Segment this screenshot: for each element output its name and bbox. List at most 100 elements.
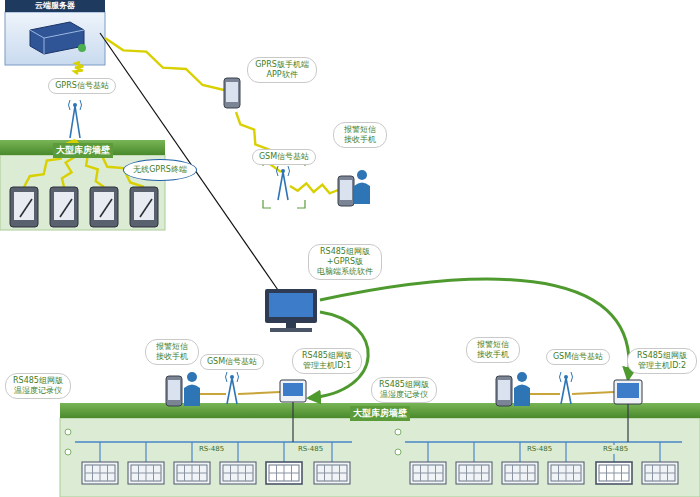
monitor — [265, 289, 317, 323]
th-recorder — [314, 462, 350, 484]
band-dot — [65, 449, 71, 455]
node-text: GSM信号基站 — [259, 152, 309, 161]
host-screen — [617, 383, 639, 398]
recorder-grid — [459, 473, 489, 474]
bus-drop — [237, 442, 238, 462]
bus-drop — [99, 442, 100, 462]
person-head — [357, 170, 367, 180]
callout-bubble: RS485组网版 温湿度记录仪 — [371, 377, 437, 403]
phone-case — [166, 376, 182, 406]
band-dot — [65, 429, 71, 435]
signal-tower — [69, 100, 82, 138]
signal-tower — [277, 166, 290, 200]
recorder-case — [314, 462, 350, 484]
server-badge — [78, 44, 86, 52]
recorder-grid — [317, 473, 347, 474]
person-icon — [184, 372, 200, 406]
sms-link — [530, 393, 560, 395]
bus-drop — [565, 442, 566, 462]
signal-tower — [560, 372, 573, 404]
bus-drop — [427, 442, 428, 462]
recorder-case — [410, 462, 446, 484]
node-text: GSM信号基站 — [207, 357, 257, 366]
callout-bubble: GPRS信号基站 — [48, 78, 116, 94]
bus-drop — [145, 442, 146, 462]
node-text: 无线GPRS终端 — [133, 165, 187, 174]
tower-top — [230, 375, 234, 379]
terminal-case — [50, 187, 78, 227]
tower-mast — [227, 378, 237, 404]
mobile-phone — [338, 176, 354, 206]
computer-icon — [265, 289, 317, 332]
recorder-display — [459, 465, 489, 481]
terminal-pen — [20, 199, 32, 217]
node-text: RS485组网版 温湿度记录仪 — [379, 380, 429, 399]
server-box: 云端服务器 — [5, 0, 105, 65]
recorder-case — [174, 462, 210, 484]
recorder-display — [269, 465, 299, 481]
sms-link — [200, 393, 226, 395]
mobile-phone — [224, 78, 240, 108]
recorder-case — [128, 462, 164, 484]
mobile-phone — [496, 376, 512, 406]
th-recorder — [642, 462, 678, 484]
host-case — [614, 380, 642, 404]
th-recorder — [502, 462, 538, 484]
recorder-case — [456, 462, 492, 484]
tower-top — [564, 375, 568, 379]
warehouse-ground — [60, 418, 700, 497]
th-recorder — [456, 462, 492, 484]
node-text: 大型库房墙壁 — [350, 406, 410, 421]
rs485-bus — [405, 441, 682, 443]
tower-top — [281, 169, 285, 173]
terminal-screen — [14, 192, 34, 220]
recorder-display — [413, 465, 443, 481]
phone-screen — [168, 380, 180, 400]
node-text: RS485组网版 管理主机ID:2 — [637, 351, 687, 370]
recorder-case — [548, 462, 584, 484]
band-dot — [395, 449, 401, 455]
recorder-grid — [413, 473, 443, 474]
phone-case — [224, 78, 240, 108]
person-head — [517, 372, 527, 382]
bus-drop — [283, 442, 284, 462]
control-arrow — [320, 279, 629, 379]
recorder-grid — [269, 473, 299, 474]
person-head — [187, 372, 197, 382]
person-body — [354, 183, 370, 205]
callout-bubble: 无线GPRS终端 — [123, 159, 197, 181]
gprs-terminal — [90, 187, 118, 227]
bus-label: RS-485 — [602, 445, 629, 454]
management-host — [280, 380, 306, 402]
band-dot — [395, 429, 401, 435]
bus-label: RS-485 — [198, 445, 225, 454]
person-body — [514, 385, 530, 407]
management-host — [614, 380, 642, 404]
signal-bolt — [74, 62, 83, 74]
tower-waves — [277, 166, 290, 176]
phone-case — [338, 176, 354, 206]
recorder-case — [220, 462, 256, 484]
node-text: GPRS信号基站 — [55, 81, 109, 90]
bus-drop — [473, 442, 474, 462]
recorder-grid — [599, 473, 629, 474]
server-body — [5, 12, 105, 65]
recorder-display — [177, 465, 207, 481]
monitor-stand — [286, 323, 296, 328]
focus-bracket — [263, 200, 271, 208]
tower-mast — [70, 106, 80, 138]
node-text: RS485组网版 +GPRS版 电脑端系统软件 — [317, 247, 373, 276]
focus-bracket — [297, 200, 305, 208]
recorder-display — [85, 465, 115, 481]
recorder-grid — [177, 473, 207, 474]
recorder-display — [131, 465, 161, 481]
server-icon — [30, 22, 84, 54]
th-recorder — [596, 462, 632, 484]
signal-bolt — [105, 38, 224, 90]
recorder-case — [82, 462, 118, 484]
tower-waves — [69, 100, 82, 110]
wall-band: 大型库房墙壁 — [0, 140, 165, 230]
terminal-screen — [134, 192, 154, 220]
